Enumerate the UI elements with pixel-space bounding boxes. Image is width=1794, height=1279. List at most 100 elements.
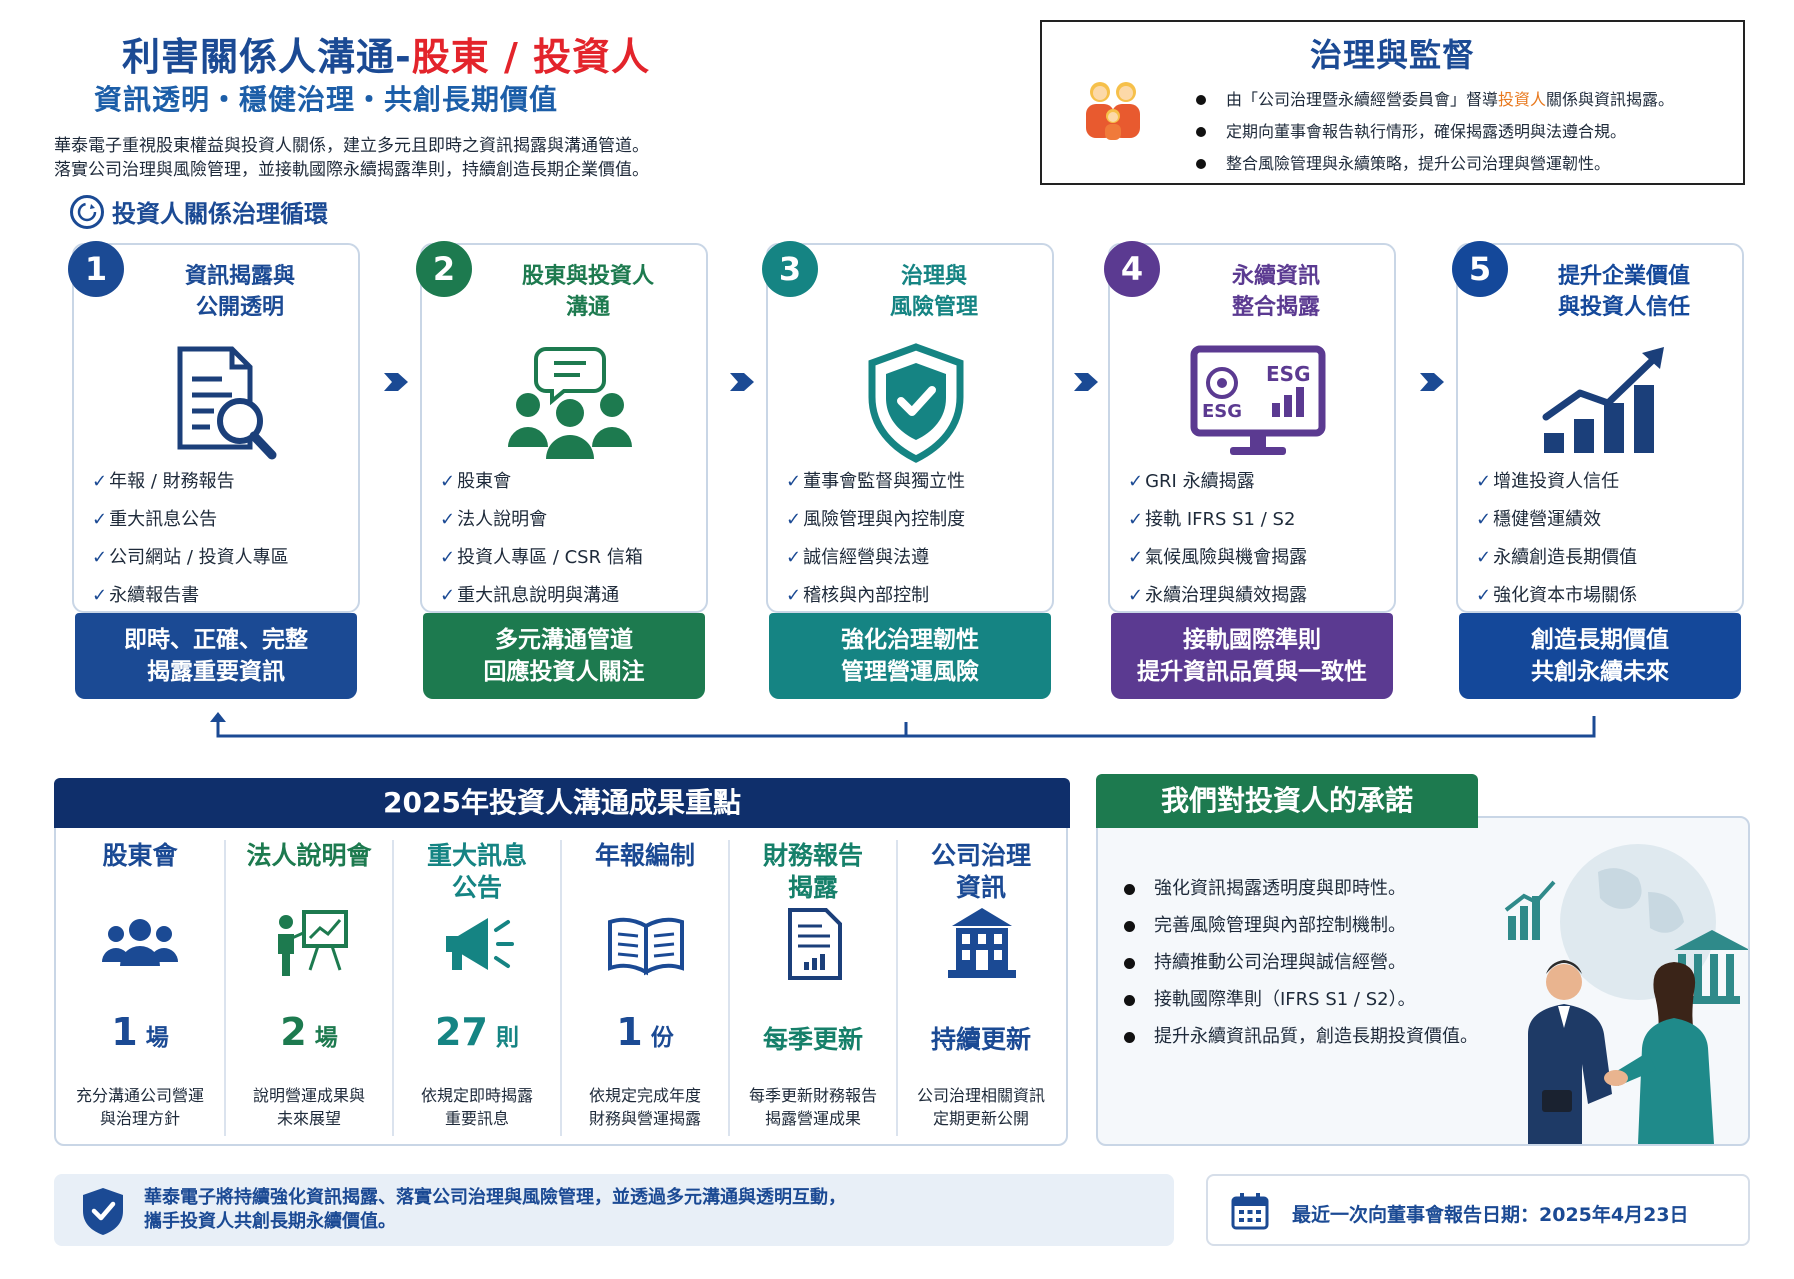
check-item: ✓永續創造長期價值 <box>1476 547 1638 568</box>
building-icon <box>948 908 1016 978</box>
check-item: ✓接軌 IFRS S1 / S2 <box>1128 509 1296 530</box>
svg-text:ESG: ESG <box>1202 401 1242 422</box>
step-footer: 創造長期價值 共創永續未來 <box>1459 613 1741 699</box>
shield-check-icon <box>83 1188 123 1235</box>
step-footer: 多元溝通管道 回應投資人關注 <box>423 613 705 699</box>
check-item: ✓年報 / 財務報告 <box>92 471 235 492</box>
result-title: 重大訊息 公告 <box>426 841 527 902</box>
result-title: 公司治理 資訊 <box>930 841 1031 902</box>
step-title: 治理與 風險管理 <box>889 264 978 320</box>
check-item: ✓永續治理與績效揭露 <box>1128 585 1308 606</box>
promise-item: 提升永續資訊品質，創造長期投資價值。 <box>1112 1018 1478 1055</box>
check-item: ✓誠信經營與法遵 <box>786 547 930 568</box>
result-value: 每季更新 <box>762 1025 863 1054</box>
cycle-heading: 投資人關係治理循環 <box>70 194 328 229</box>
governance-highlight: 投資人 <box>1498 90 1547 109</box>
people-chat-icon <box>508 347 632 459</box>
step-card-2: 2 股東與投資人 溝通 ✓股東會 ✓法人說明會 ✓投資人專區 / CSR 信箱 … <box>416 241 708 699</box>
svg-text:ESG: ESG <box>1266 362 1310 386</box>
handshake-illustration <box>1504 844 1748 1144</box>
title-highlight: 股東 / 投資人 <box>411 35 651 79</box>
step-footer: 接軌國際準則 提升資訊品質與一致性 <box>1111 613 1393 699</box>
result-financial-report: 財務報告 揭露 每季更新 每季更新財務報告 揭露營運成果 <box>728 840 896 1136</box>
check-item: ✓穩健營運績效 <box>1476 509 1602 530</box>
step-title: 永續資訊 整合揭露 <box>1231 264 1320 320</box>
result-value: 持續更新 <box>930 1025 1031 1054</box>
step-title: 提升企業價值 與投資人信任 <box>1557 264 1690 320</box>
check-item: ✓風險管理與內控制度 <box>786 509 966 530</box>
check-item: ✓法人說明會 <box>440 509 548 530</box>
arrow-right-icon <box>730 373 754 391</box>
promise-item: 接軌國際準則（IFRS S1 / S2）。 <box>1112 981 1478 1018</box>
check-item: ✓增進投資人信任 <box>1476 471 1620 492</box>
step-card-3: 3 治理與 風險管理 ✓董事會監督與獨立性 ✓風險管理與內控制度 ✓誠信經營與法… <box>762 241 1054 699</box>
report-icon <box>788 908 842 980</box>
step-number-badge: 5 <box>1452 241 1508 297</box>
step-checklist: ✓董事會監督與獨立性 ✓風險管理與內控制度 ✓誠信經營與法遵 ✓稽核與內部控制 <box>786 463 965 615</box>
governance-item: 定期向董事會報告執行情形，確保揭露透明與法遵合規。 <box>1192 116 1674 148</box>
check-item: ✓重大訊息公告 <box>92 509 218 530</box>
cycle-icon <box>70 194 104 229</box>
family-icon <box>1086 82 1140 140</box>
step-checklist: ✓GRI 永續揭露 ✓接軌 IFRS S1 / S2 ✓氣候風險與機會揭露 ✓永… <box>1128 463 1307 615</box>
arrow-right-icon <box>1074 373 1098 391</box>
check-item: ✓稽核與內部控制 <box>786 585 930 606</box>
document-search-icon <box>177 346 277 460</box>
results-title: 2025年投資人溝通成果重點 <box>54 778 1070 828</box>
step-number-badge: 3 <box>762 241 818 297</box>
check-item: ✓永續報告書 <box>92 585 200 606</box>
step-card-body <box>420 243 708 613</box>
intro-line-2: 落實公司治理與風險管理，並接軌國際永續揭露準則，持續創造長期企業價值。 <box>54 160 649 180</box>
promise-panel: 強化資訊揭露透明度與即時性。 完善風險管理與內部控制機制。 持續推動公司治理與誠… <box>1096 816 1750 1146</box>
cycle-title: 投資人關係治理循環 <box>112 200 328 228</box>
step-number-badge: 2 <box>416 241 472 297</box>
check-item: ✓強化資本市場關係 <box>1476 585 1638 606</box>
megaphone-icon <box>446 918 514 970</box>
check-item: ✓股東會 <box>440 471 512 492</box>
governance-title: 治理與監督 <box>1309 36 1475 74</box>
step-footer: 強化治理韌性 管理營運風險 <box>769 613 1051 699</box>
footer-report-date: 最近一次向董事會報告日期：2025年4月23日 <box>1206 1174 1750 1246</box>
check-item: ✓氣候風險與機會揭露 <box>1128 547 1308 568</box>
footer-statement-text: 華泰電子將持續強化資訊揭露、落實公司治理與風險管理，並透過多元溝通與透明互動， … <box>144 1187 846 1232</box>
result-description: 依規定即時揭露 重要訊息 <box>420 1086 533 1128</box>
check-item: ✓GRI 永續揭露 <box>1128 471 1255 492</box>
promise-item: 持續推動公司治理與誠信經營。 <box>1112 944 1478 981</box>
check-item: ✓重大訊息說明與溝通 <box>440 585 620 606</box>
governance-list: 由「公司治理暨永續經營委員會」督導投資人關係與資訊揭露。 定期向董事會報告執行情… <box>1192 84 1674 180</box>
check-item: ✓董事會監督與獨立性 <box>786 471 966 492</box>
cycle-return-line <box>210 712 1596 738</box>
step-title: 資訊揭露與 公開透明 <box>184 264 295 320</box>
intro-text: 華泰電子重視股東權益與投資人關係，建立多元且即時之資訊揭露與溝通管道。 落實公司… <box>54 134 814 182</box>
footer-statement: 華泰電子將持續強化資訊揭露、落實公司治理與風險管理，並透過多元溝通與透明互動， … <box>54 1174 1174 1246</box>
step-card-4: 4 永續資訊 整合揭露 ESG ESG ✓GRI 永續揭露 ✓接軌 IFRS S… <box>1104 241 1396 699</box>
result-description: 依規定完成年度 財務與營運揭露 <box>588 1086 701 1128</box>
result-description: 每季更新財務報告 揭露營運成果 <box>748 1086 877 1128</box>
result-title: 財務報告 揭露 <box>762 841 863 902</box>
promise-title: 我們對投資人的承諾 <box>1096 774 1478 828</box>
check-item: ✓投資人專區 / CSR 信箱 <box>440 547 643 568</box>
governance-box: 治理與監督 由「公司治理暨永續經營委員會」督導投資人關係與資訊揭露。 定期向董事… <box>1040 20 1745 185</box>
step-card-1: 1 資訊揭露與 公開透明 ✓年報 / 財務報告 ✓重大訊息公告 ✓公司網站 / … <box>68 241 360 699</box>
esg-monitor-icon: ESG ESG <box>1190 345 1326 455</box>
open-book-icon <box>608 917 684 976</box>
page-title: 利害關係人溝通-股東 / 投資人 <box>122 26 650 81</box>
growth-chart-icon <box>1542 347 1664 453</box>
governance-item: 由「公司治理暨永續經營委員會」督導投資人關係與資訊揭露。 <box>1192 84 1674 116</box>
step-footer: 即時、正確、完整 揭露重要資訊 <box>75 613 357 699</box>
intro-line-1: 華泰電子重視股東權益與投資人關係，建立多元且即時之資訊揭露與溝通管道。 <box>54 136 649 156</box>
step-checklist: ✓增進投資人信任 ✓穩健營運績效 ✓永續創造長期價值 ✓強化資本市場關係 <box>1476 463 1637 615</box>
arrow-right-icon <box>384 373 408 391</box>
step-checklist: ✓股東會 ✓法人說明會 ✓投資人專區 / CSR 信箱 ✓重大訊息說明與溝通 <box>440 463 643 615</box>
page-subtitle: 資訊透明・穩健治理・共創長期價值 <box>94 83 559 116</box>
check-item: ✓公司網站 / 投資人專區 <box>92 547 289 568</box>
step-title: 股東與投資人 溝通 <box>521 264 654 320</box>
governance-item: 整合風險管理與永續策略，提升公司治理與營運韌性。 <box>1192 148 1674 180</box>
presentation-icon <box>278 910 348 976</box>
